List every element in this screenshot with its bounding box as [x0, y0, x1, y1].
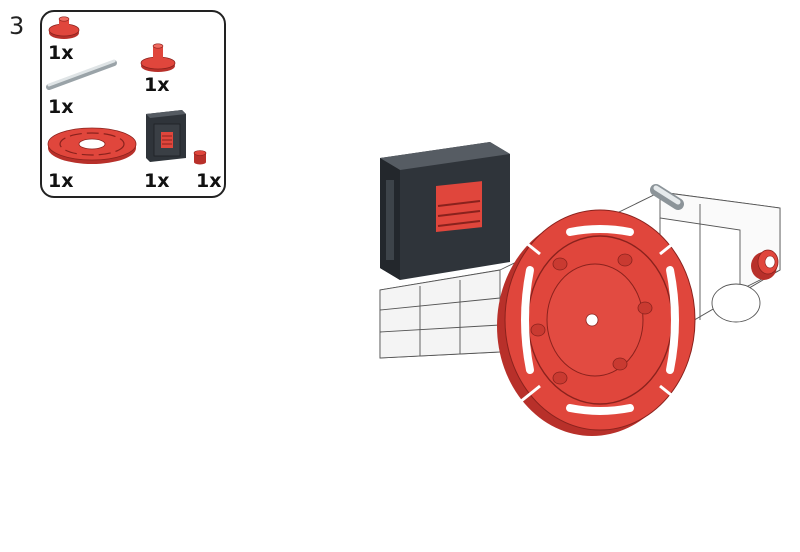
dark-grey-box	[380, 142, 510, 280]
quantity-label: 1x	[196, 170, 222, 192]
quantity-label: 1x	[144, 170, 170, 192]
quantity-label: 1x	[48, 170, 74, 192]
red-spindle-icon	[140, 43, 176, 72]
big-red-disc	[497, 209, 696, 436]
white-knob	[711, 283, 761, 323]
grey-axle-icon	[46, 59, 117, 90]
small-red-peg	[751, 249, 779, 280]
axle	[650, 184, 684, 210]
red-flat-disc-icon	[47, 127, 137, 164]
dark-grey-box-icon	[146, 110, 186, 162]
quantity-label: 1x	[144, 74, 170, 96]
parts-list-panel: 1x 1x 1x 1x 1x 1x	[40, 10, 226, 198]
quantity-label: 1x	[48, 42, 74, 64]
assembly-illustration	[379, 142, 781, 436]
small-red-peg-icon	[193, 150, 207, 165]
quantity-label: 1x	[48, 96, 74, 118]
step-number: 3	[9, 12, 25, 40]
red-hub-cap-icon	[48, 16, 80, 39]
